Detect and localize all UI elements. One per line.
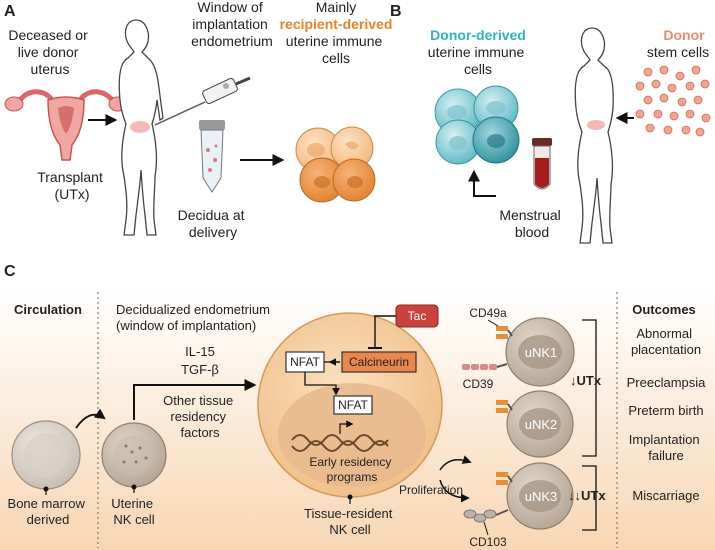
- panel-b: B Donor-derived uterine immune cells Men…: [390, 3, 711, 244]
- outcomes-heading: Outcomes: [632, 302, 696, 317]
- transplant-label: Transplant (UTx): [37, 169, 107, 202]
- bone-marrow-cell: [11, 420, 81, 495]
- outcome-implantation-failure: Implantation failure: [629, 432, 703, 463]
- unk2-cell: uNK2: [496, 390, 574, 458]
- uterine-nk-label: Uterine NK cell: [111, 496, 157, 527]
- recipient-immune-cells: [295, 126, 376, 203]
- unk3-label: uNK3: [525, 489, 558, 504]
- outcome-preeclampsia: Preeclampsia: [627, 375, 707, 390]
- panel-c: C Circulation Decidualized endometrium (…: [0, 263, 715, 550]
- donor-recipient-silhouette: [574, 27, 614, 244]
- menstrual-blood-tube-icon: [532, 138, 552, 190]
- donor-highlight: Donor: [663, 27, 705, 43]
- donor-uterus-label: Deceased or live donor uterus: [8, 27, 91, 77]
- utx1-label: ↓UTx: [570, 373, 602, 388]
- donor-derived-highlight: Donor-derived: [430, 27, 526, 43]
- decidua-tube-icon: [199, 120, 225, 193]
- tissue-resident-label: Tissue-resident NK cell: [304, 506, 396, 537]
- menstrual-label: Menstrual blood: [499, 207, 564, 240]
- window-label: Window of implantation endometrium: [191, 0, 273, 49]
- cd39-label: CD39: [463, 377, 494, 391]
- outcome-abnormal-placentation: Abnormal placentation: [631, 326, 701, 357]
- uterine-immune-label-b: uterine immune cells: [428, 44, 528, 77]
- cd103-receptor: [463, 509, 509, 523]
- other-factors-label: Other tissue residency factors: [163, 393, 237, 440]
- donor-stem-cells: [635, 65, 711, 137]
- unk1-cell: uNK1: [462, 317, 575, 387]
- circulation-heading: Circulation: [14, 302, 82, 317]
- stem-label: stem cells: [647, 44, 709, 60]
- bracket-unk3: [582, 465, 597, 531]
- calcineurin-label: Calcineurin: [349, 355, 409, 369]
- recipient-derived-label: Mainly: [316, 0, 356, 15]
- nfat-cytoplasm-label: NFAT: [290, 355, 320, 369]
- nfat-nucleus-box: [333, 395, 373, 415]
- unk2-label: uNK2: [525, 417, 558, 432]
- outcome-preterm-birth: Preterm birth: [628, 403, 703, 418]
- early-residency-label: Early residency programs: [309, 455, 394, 484]
- tac-label: Tac: [408, 309, 427, 323]
- cd103-label: CD103: [469, 535, 507, 549]
- panel-a: A Deceased or live donor uterus Window o…: [4, 0, 392, 240]
- decidualized-heading: Decidualized endometrium (window of impl…: [116, 302, 274, 333]
- nfat-nucleus-label: NFAT: [338, 398, 368, 412]
- uterine-nk-cell: [101, 422, 167, 493]
- proliferation-label: Proliferation: [399, 483, 463, 497]
- bone-marrow-label: Bone marrow derived: [8, 496, 89, 527]
- panel-c-letter: C: [4, 263, 16, 280]
- outcome-miscarriage: Miscarriage: [632, 488, 699, 503]
- bracket-unk12: [582, 319, 597, 457]
- cd49a-label: CD49a: [469, 306, 507, 320]
- utx3-label: ↓↓UTx: [568, 488, 606, 503]
- uterine-immune-label-a: uterine immune cells: [286, 33, 386, 66]
- cd39-receptor: [462, 363, 508, 370]
- decidua-label: Decidua at delivery: [178, 207, 249, 240]
- il15-label: IL-15: [185, 344, 215, 359]
- donor-immune-cells: [434, 85, 520, 165]
- biopsy-syringe-icon: [154, 76, 251, 126]
- recipient-derived-highlight: recipient-derived: [280, 16, 393, 32]
- panel-a-letter: A: [4, 3, 16, 20]
- uterus-icon: [4, 89, 128, 161]
- unk1-label: uNK1: [525, 345, 558, 360]
- tgfb-label: TGF-β: [181, 362, 219, 377]
- panel-b-letter: B: [390, 3, 402, 20]
- unk3-cell: uNK3: [463, 462, 574, 530]
- calcineurin-box: [341, 351, 417, 373]
